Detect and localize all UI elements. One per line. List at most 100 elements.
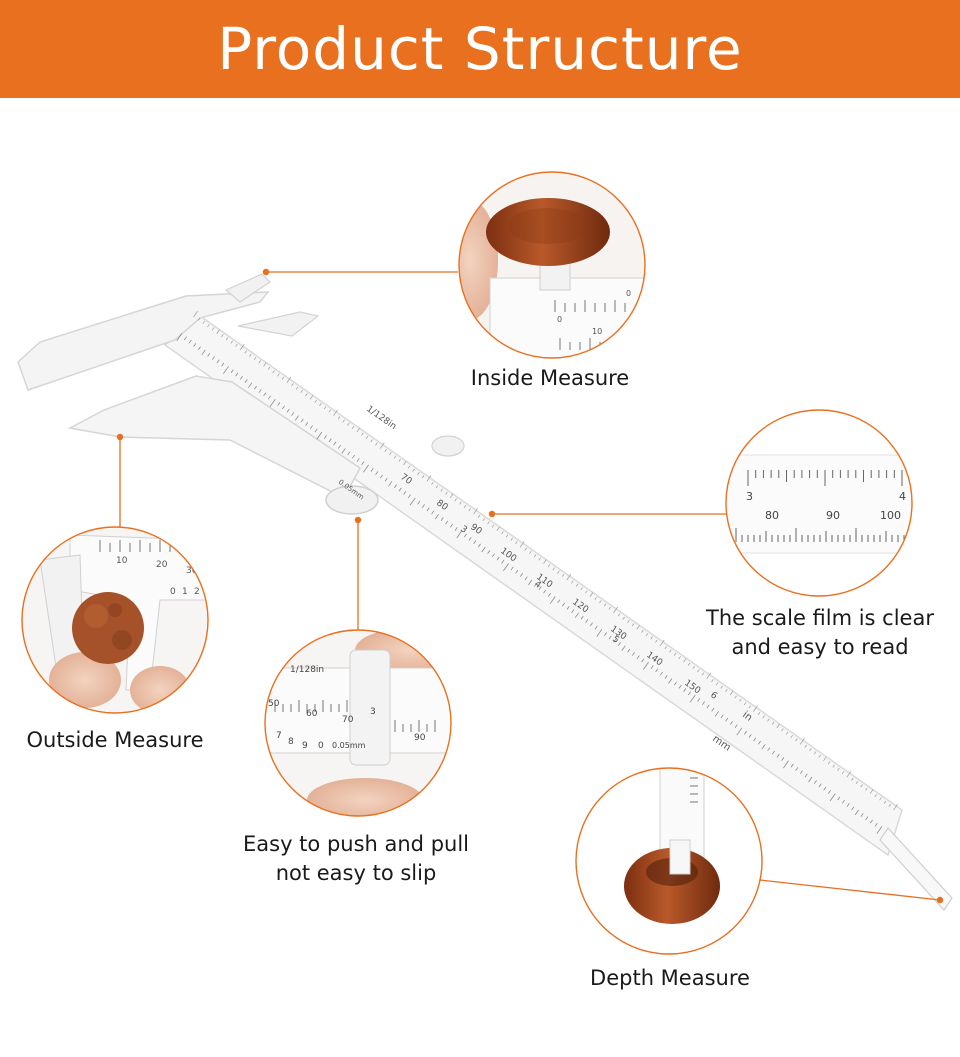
caliper-tick [528, 579, 533, 586]
scale-bottom-1: 80 [765, 509, 779, 522]
caliper-frac-label: 1/128in [364, 404, 398, 432]
caliper-tick [561, 602, 565, 607]
caliper-tick [771, 750, 775, 755]
caliper-tick [477, 514, 481, 518]
caliper-tick [211, 327, 215, 331]
caliper-tick [575, 583, 579, 587]
caliper-tick [249, 353, 252, 357]
caliper-tick [202, 320, 205, 324]
push-v9: 9 [302, 741, 308, 751]
caliper-tick [375, 442, 378, 446]
callout-scale: 3 4 80 90 100 [725, 409, 913, 597]
caliper-tick [341, 448, 346, 454]
caliper-tick [454, 498, 457, 502]
caliper-tick [431, 510, 435, 515]
caliper-tick [519, 573, 523, 577]
outside-n5: 1 [182, 587, 188, 597]
caliper-tick [799, 770, 803, 775]
caliper-tick [201, 349, 206, 356]
caliper-tick [417, 500, 421, 505]
outside-n1: 10 [116, 556, 128, 566]
caliper-tick [571, 580, 574, 584]
caliper-in-label: 5 [610, 634, 620, 645]
push-n90: 90 [414, 733, 426, 743]
caliper-tick [468, 536, 472, 541]
caliper-sliding-jaw [67, 375, 361, 500]
caliper-tick [566, 605, 570, 610]
caliper-tick [267, 366, 271, 370]
caliper-tick [323, 406, 327, 410]
caliper-tick [837, 796, 841, 801]
caliper-tick [412, 468, 415, 472]
caliper-tick [300, 389, 303, 393]
caliper: 1/128in 0.05mm in mm 7080901001101201301… [17, 273, 953, 911]
push-n50: 50 [268, 699, 280, 709]
caliper-tick [473, 508, 478, 515]
caliper-tick [631, 652, 635, 656]
caliper-tick [197, 317, 201, 321]
caliper-tick [743, 702, 747, 706]
caliper-tick [510, 566, 514, 571]
caliper-tick [253, 385, 257, 390]
caliper-tick [673, 681, 677, 686]
caliper-tick [239, 343, 245, 351]
caliper-tick [300, 418, 304, 423]
caliper-tick [711, 707, 715, 712]
caliper-tick [248, 382, 253, 388]
push-vernier: 0.05mm [332, 741, 366, 750]
caliper-tick [463, 533, 467, 538]
caliper-tick [323, 435, 327, 439]
label-push-pull: Easy to push and pull not easy to slip [216, 830, 496, 888]
label-inside-measure: Inside Measure [470, 366, 630, 390]
caliper-tick [795, 767, 799, 771]
caliper-tick [599, 600, 602, 604]
caliper-tick [375, 471, 379, 476]
caliper-tick [687, 662, 691, 666]
caliper-tick [538, 586, 542, 591]
caliper-tick [291, 412, 295, 416]
caliper-tick [316, 431, 323, 440]
caliper-tick [463, 504, 467, 508]
inside-scale-top: 0 [626, 289, 631, 298]
caliper-depth-rod [879, 827, 953, 911]
callout-inside: 0 0 10 [458, 171, 646, 359]
caliper-tick [295, 386, 299, 390]
caliper-tick [361, 432, 364, 436]
caliper-tick [561, 573, 565, 577]
caliper-tick [235, 343, 238, 347]
caliper-tick [363, 464, 369, 473]
caliper-tick [305, 421, 309, 426]
caliper-tick [795, 738, 798, 742]
caliper-tick [426, 475, 432, 482]
caliper-tick [305, 393, 308, 397]
caliper-tick [435, 485, 439, 489]
caliper-tick [613, 606, 618, 614]
walnut [72, 592, 144, 664]
caliper-tick [207, 352, 211, 357]
caliper-tick [388, 481, 393, 487]
caliper-tick [294, 415, 299, 421]
caliper-tick [365, 435, 369, 439]
caliper-tick [454, 527, 458, 531]
caliper-tick [309, 425, 313, 429]
caliper-tick [515, 541, 518, 545]
caliper-tick [608, 606, 611, 610]
caliper-tick [589, 622, 593, 627]
caliper-tick [876, 826, 883, 835]
caliper-tick [557, 570, 560, 574]
caliper-tick [449, 523, 453, 528]
caliper-tick [319, 403, 322, 406]
outside-n2: 20 [156, 560, 168, 570]
caliper-tick [221, 362, 225, 367]
caliper-tick [538, 557, 541, 561]
label-outside-measure: Outside Measure [26, 728, 204, 752]
caliper-tick [701, 672, 705, 676]
caliper-tick [762, 715, 765, 719]
caliper-tick [440, 488, 443, 492]
caliper-tick [720, 685, 723, 689]
caliper-tick [193, 311, 198, 318]
caliper-tick [533, 554, 537, 558]
caliper-tick [393, 484, 397, 489]
caliper-tick [501, 559, 505, 564]
